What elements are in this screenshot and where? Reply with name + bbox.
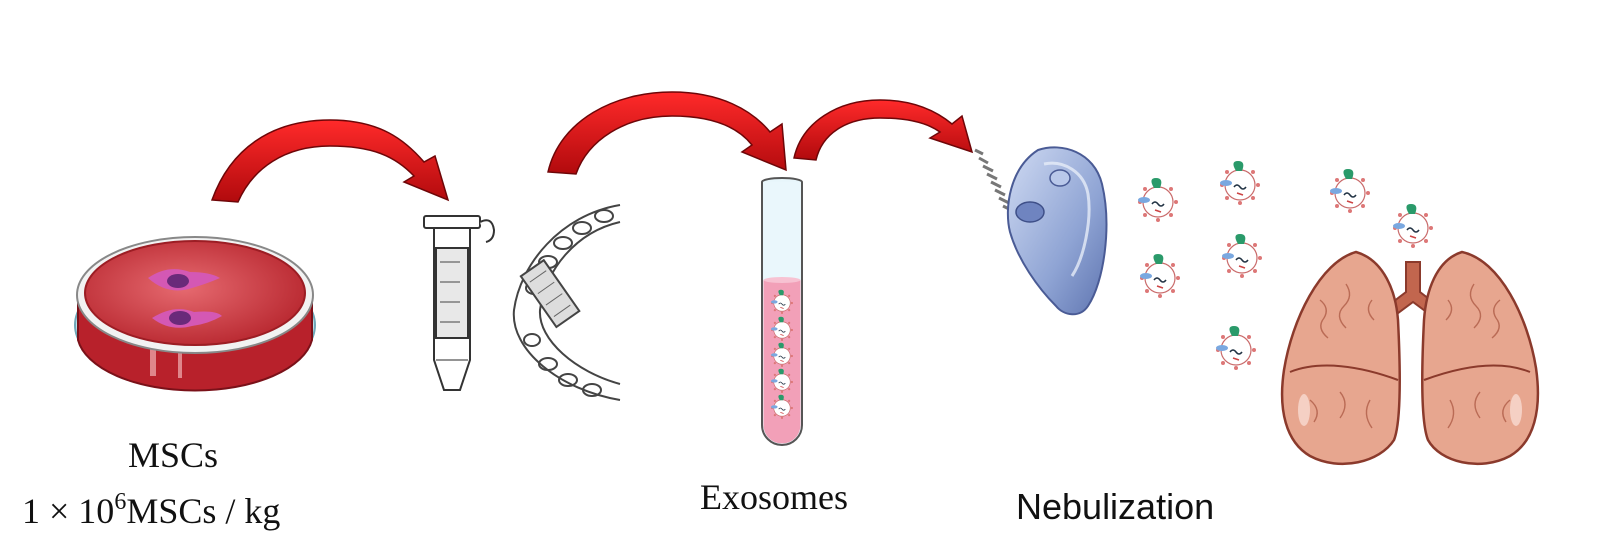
centrifuge-rotor-icon (512, 204, 621, 401)
exosome-particle-icon (1215, 325, 1257, 371)
petri-dish-icon (74, 236, 316, 392)
dose-label: 1 × 106MSCs / kg (22, 490, 280, 532)
mscs-label: MSCs (128, 435, 219, 475)
exosomes-label: Exosomes (700, 477, 848, 517)
stem-cell-icon (148, 269, 222, 328)
exosome-particle-icon (1329, 168, 1371, 214)
test-tube-icon (761, 177, 803, 446)
lungs-icon (1280, 250, 1540, 466)
exosome-particle-icon (1221, 233, 1263, 279)
dose-prefix: 1 × 10 (22, 491, 115, 531)
nebulization-label: Nebulization (1016, 486, 1215, 527)
dose-suffix: MSCs / kg (126, 491, 281, 531)
exosome-particle-icon (1392, 203, 1434, 249)
nebulizer-mask-icon (974, 146, 1108, 316)
exosome-particle-icon (1139, 253, 1181, 299)
curved-arrow-icon (210, 119, 450, 203)
curved-arrow-icon (547, 91, 787, 175)
centrifuge-tube-icon (423, 215, 496, 391)
exosome-particle-icon (1137, 177, 1179, 223)
dose-exponent: 6 (114, 489, 127, 515)
curved-arrow-icon (793, 99, 974, 161)
exosome-particle-icon (1219, 160, 1261, 206)
